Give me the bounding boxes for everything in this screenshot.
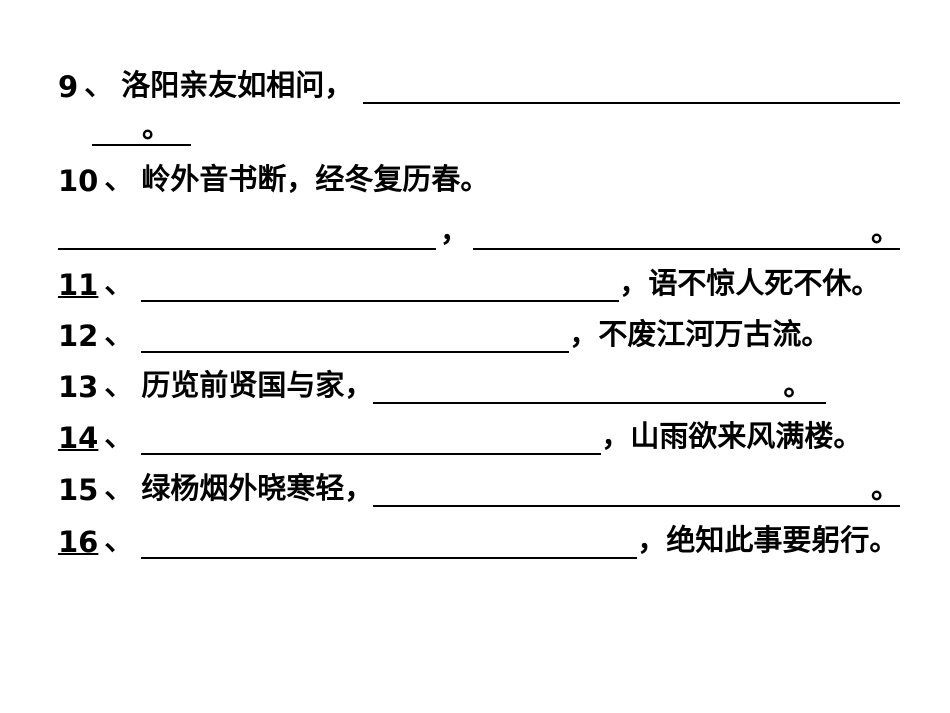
item-10-answer-line: ， 。 xyxy=(58,208,900,250)
answer-blank[interactable] xyxy=(141,419,602,455)
item-number: 12 xyxy=(58,319,99,353)
item-number: 16 xyxy=(58,525,99,559)
item-14-line: 14 、 ，山雨欲来风满楼。 xyxy=(58,413,900,455)
end-punctuation: 。 xyxy=(870,214,900,250)
item-prompt: 绿杨烟外晓寒轻， xyxy=(141,471,374,505)
item-number: 10 xyxy=(58,164,99,198)
answer-blank[interactable] xyxy=(141,266,620,302)
item-13-line: 13 、 历览前贤国与家， 。 xyxy=(58,362,900,404)
item-separator: 、 xyxy=(104,162,134,196)
item-separator: 、 xyxy=(104,523,134,557)
item-separator: 、 xyxy=(104,368,134,402)
item-verse: ，山雨欲来风满楼。 xyxy=(601,419,863,453)
item-separator: 、 xyxy=(104,419,134,453)
item-16-line: 16 、 ，绝知此事要躬行。 xyxy=(58,517,900,559)
item-separator: 、 xyxy=(104,471,134,505)
answer-blank[interactable] xyxy=(373,471,871,507)
item-verse: ，绝知此事要躬行。 xyxy=(637,523,899,557)
item-separator: 、 xyxy=(84,68,114,102)
end-punctuation: 。 xyxy=(783,368,827,404)
item-number: 11 xyxy=(58,268,99,302)
item-number: 14 xyxy=(58,421,99,455)
end-punctuation: 。 xyxy=(870,471,900,507)
mid-punctuation: ， xyxy=(440,214,470,248)
item-verse: ，不废江河万古流。 xyxy=(569,317,831,351)
item-prompt: 历览前贤国与家， xyxy=(141,368,374,402)
item-number: 9 xyxy=(58,70,79,104)
item-number: 15 xyxy=(58,473,99,507)
item-verse: ，语不惊人死不休。 xyxy=(619,266,881,300)
item-11-line: 11 、 ，语不惊人死不休。 xyxy=(58,260,900,302)
item-9-continuation: 。 xyxy=(92,104,192,146)
answer-blank[interactable] xyxy=(141,317,570,353)
item-prompt: 洛阳亲友如相问， xyxy=(121,68,354,102)
item-15-line: 15 、 绿杨烟外晓寒轻， 。 xyxy=(58,465,900,507)
item-12-line: 12 、 ，不废江河万古流。 xyxy=(58,311,900,353)
end-punctuation: 。 xyxy=(142,110,192,146)
answer-blank[interactable] xyxy=(141,523,638,559)
item-10-line: 10 、 岭外音书断，经冬复历春。 xyxy=(58,156,900,198)
item-prompt: 岭外音书断，经冬复历春。 xyxy=(141,162,490,196)
item-9-line: 9 、 洛阳亲友如相问， xyxy=(58,62,900,104)
answer-blank[interactable] xyxy=(58,214,436,250)
answer-blank[interactable] xyxy=(373,368,784,404)
item-separator: 、 xyxy=(104,266,134,300)
answer-blank[interactable] xyxy=(363,68,900,104)
item-number: 13 xyxy=(58,370,99,404)
answer-blank[interactable] xyxy=(473,214,871,250)
item-separator: 、 xyxy=(104,317,134,351)
answer-blank[interactable] xyxy=(92,110,142,146)
